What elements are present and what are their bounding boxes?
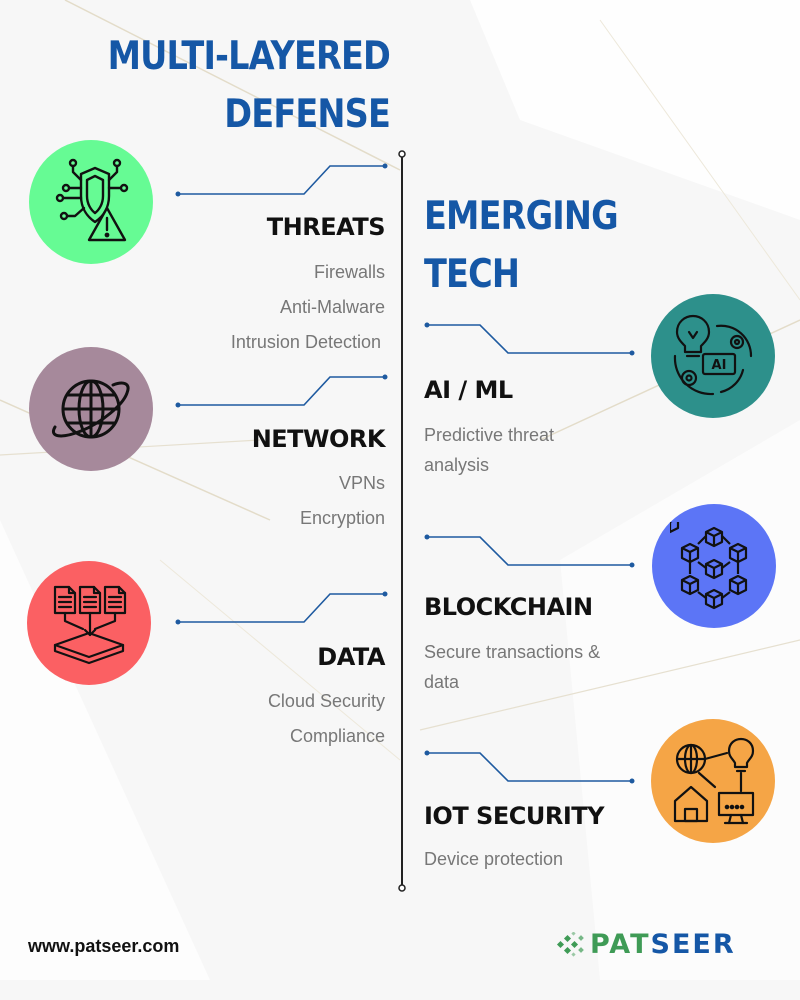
- data-items: Cloud Security Compliance: [268, 684, 385, 754]
- ai-ml-description: Predictive threat analysis: [424, 425, 555, 475]
- ai-ml-circle: AI: [651, 294, 775, 418]
- threats-item: Firewalls: [313, 262, 385, 282]
- threats-item: Anti-Malware: [279, 297, 385, 317]
- data-item: Cloud Security: [267, 691, 385, 711]
- defense-title-line1: MULTI-LAYERED: [107, 34, 391, 79]
- threats-items: Firewalls Anti-Malware Intrusion Detecti…: [231, 255, 385, 360]
- ai-icon-label: AI: [712, 358, 727, 373]
- shield-warning-icon: [55, 158, 129, 242]
- timeline-bottom-dot: [398, 884, 406, 892]
- logo-text-seer: SEER: [650, 929, 736, 960]
- timeline-top-dot: [398, 150, 406, 158]
- logo-text-pat: PAT: [590, 929, 651, 960]
- network-item: VPNs: [338, 473, 385, 493]
- data-item: Compliance: [289, 726, 385, 746]
- threats-circle: [29, 140, 153, 264]
- connector-threats: [178, 165, 385, 195]
- blockchain-description: Secure transactions & data: [424, 642, 601, 692]
- blockchain-heading: BLOCKCHAIN: [424, 593, 593, 621]
- emerging-title-line1: EMERGING: [424, 194, 619, 239]
- iot-circle: [651, 719, 775, 843]
- iot-network-icon: [673, 737, 755, 825]
- footer-url[interactable]: www.patseer.com: [28, 936, 180, 956]
- data-circle: [27, 561, 151, 685]
- network-circle: [29, 347, 153, 471]
- data-heading: DATA: [317, 643, 385, 671]
- connector-ai: [427, 324, 632, 354]
- ai-ml-heading: AI / ML: [424, 376, 513, 404]
- logo-mark-icon: [556, 931, 584, 957]
- iot-heading: IOT SECURITY: [424, 802, 605, 830]
- defense-title: MULTI-LAYERED DEFENSE: [60, 28, 391, 144]
- network-heading: NETWORK: [251, 425, 386, 453]
- emerging-title-line2: TECH: [424, 252, 520, 297]
- network-items: VPNs Encryption: [300, 466, 385, 536]
- blockchain-circle: [652, 504, 776, 628]
- blockchain-cubes-icon: [670, 522, 748, 610]
- ai-bulb-icon: AI: [673, 314, 753, 396]
- data-documents-icon: [53, 585, 127, 665]
- connector-iot: [427, 752, 632, 782]
- emerging-tech-title: EMERGING TECH: [424, 188, 684, 304]
- connector-blockchain: [427, 536, 632, 566]
- threats-heading: THREATS: [266, 213, 386, 241]
- iot-description: Device protection: [424, 849, 564, 869]
- connector-data: [178, 593, 385, 623]
- network-item: Encryption: [299, 508, 385, 528]
- threats-item: Intrusion Detection: [230, 332, 381, 352]
- defense-title-line2: DEFENSE: [224, 92, 391, 137]
- globe-icon: [52, 379, 130, 439]
- connector-network: [178, 376, 385, 406]
